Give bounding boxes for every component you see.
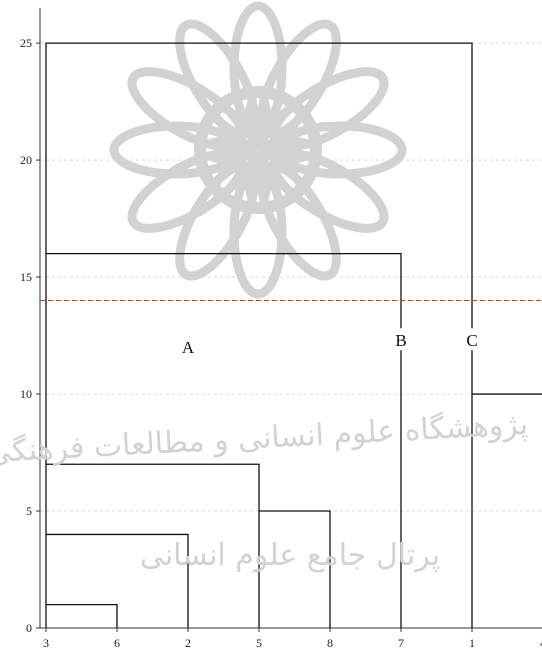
cluster-label-a: A	[182, 338, 195, 357]
watermark-line-1: پژوهشگاه علوم انسانی و مطالعات فرهنگی	[0, 407, 529, 470]
y-tick-label: 0	[26, 621, 32, 635]
y-tick-label: 5	[26, 504, 32, 518]
x-tick-label-5: 5	[256, 636, 262, 650]
x-tick-label-6: 6	[114, 636, 120, 650]
dendrogram-link	[46, 605, 117, 628]
y-tick-label: 20	[20, 153, 32, 167]
y-tick-label: 10	[20, 387, 32, 401]
y-tick-label: 25	[20, 36, 32, 50]
cluster-label-c: C	[466, 331, 477, 350]
x-tick-label-8: 8	[327, 636, 333, 650]
watermark	[114, 6, 402, 294]
x-tick-label-2: 2	[185, 636, 191, 650]
watermark-line-2: پرتال جامع علوم انسانی	[140, 538, 440, 573]
cluster-label-b: B	[395, 331, 406, 350]
x-tick-label-7: 7	[398, 636, 404, 650]
x-tick-label-1: 1	[469, 636, 475, 650]
y-tick-label: 15	[20, 270, 32, 284]
watermark-text-group: پژوهشگاه علوم انسانی و مطالعات فرهنگی پر…	[0, 407, 529, 573]
dendrogram-link	[46, 464, 259, 534]
cluster-labels: A B C	[179, 328, 481, 357]
x-tick-label-3: 3	[43, 636, 49, 650]
